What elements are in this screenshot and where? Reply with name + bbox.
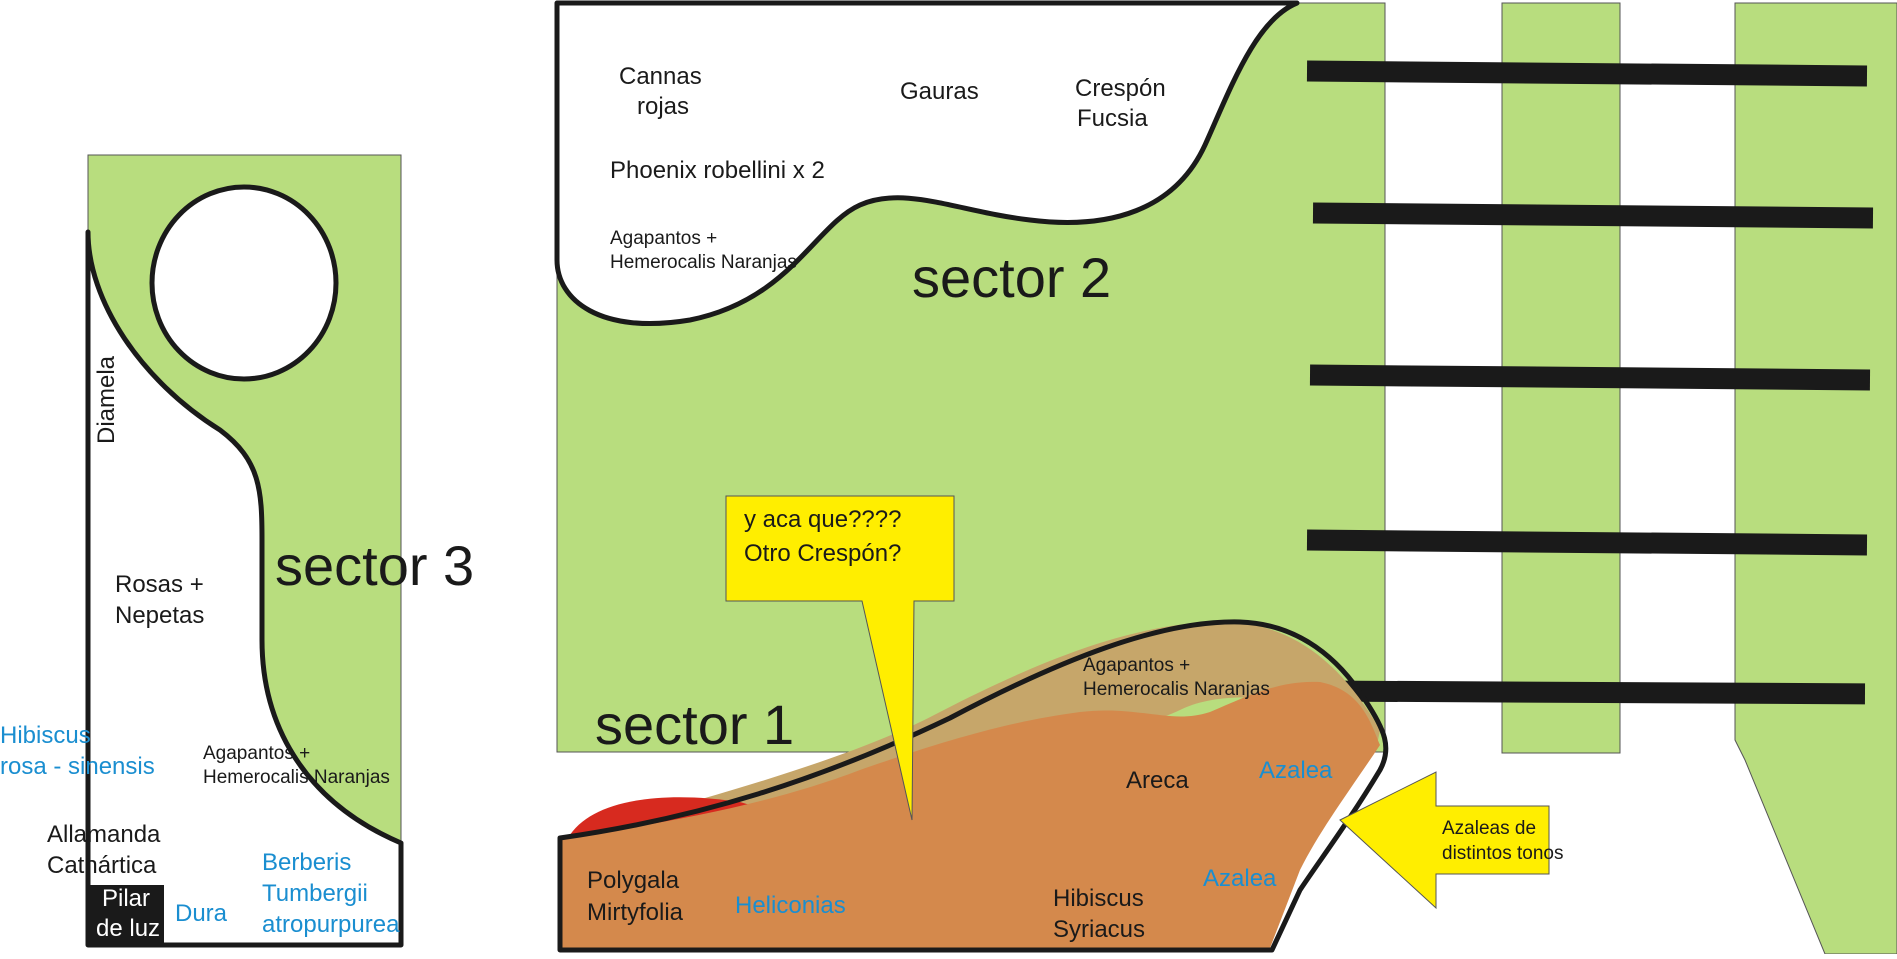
label-rosas-2: Nepetas [115, 602, 204, 629]
label-azalea-bottom: Azalea [1203, 865, 1277, 892]
sector1-tan-band [562, 621, 1380, 838]
fence-post-1 [1306, 60, 1868, 87]
label-agap3-2: Hemerocalis Naranjas [203, 767, 390, 788]
sector-3-heading: sector 3 [275, 534, 474, 597]
sector1-orange-bed [562, 681, 1380, 948]
label-agap2-1: Agapantos + [610, 228, 717, 249]
callout-question-2: Otro Crespón? [744, 540, 901, 567]
label-rosas-1: Rosas + [115, 571, 204, 598]
label-berberis-3: atropurpurea [262, 911, 400, 938]
label-agap3-1: Agapantos + [203, 743, 310, 764]
label-allamanda-1: Allamanda [47, 821, 161, 848]
sector-2-heading: sector 2 [912, 246, 1111, 309]
sector1-outline [557, 619, 1389, 953]
label-hibiscus-syriacus-2: Syriacus [1053, 916, 1145, 943]
label-hibiscus-rosa-1: Hibiscus [0, 722, 91, 749]
label-azalea-top: Azalea [1259, 757, 1333, 784]
label-agap1-1: Agapantos + [1083, 655, 1190, 676]
label-crespon-1: Crespón [1075, 75, 1166, 102]
label-hibiscus-syriacus-1: Hibiscus [1053, 885, 1144, 912]
fence-post-2 [1312, 202, 1874, 229]
sector2-bed [554, 0, 1300, 326]
label-agap1-2: Hemerocalis Naranjas [1083, 679, 1270, 700]
sector3-round-bed [149, 184, 339, 382]
label-polygala-1: Polygala [587, 867, 680, 894]
question-callout [725, 495, 955, 821]
callout-azaleas-1: Azaleas de [1442, 818, 1536, 839]
label-berberis-1: Berberis [262, 849, 351, 876]
label-dura: Dura [175, 900, 228, 927]
label-polygala-2: Mirtyfolia [587, 899, 684, 926]
label-pilar-2: de luz [96, 915, 160, 942]
azaleas-arrow-callout [1339, 771, 1550, 910]
fence-post-5 [1336, 680, 1866, 705]
fence-post-4 [1306, 529, 1868, 556]
label-crespon-2: Fucsia [1077, 105, 1148, 132]
fence-post-3 [1309, 364, 1871, 391]
sector3-bed [85, 229, 404, 948]
label-cannas-1: Cannas [619, 63, 702, 90]
label-hibiscus-rosa-2: rosa - sinensis [0, 753, 155, 780]
callout-question-1: y aca que???? [744, 506, 901, 533]
label-diamela: Diamela [93, 355, 120, 444]
label-heliconias: Heliconias [735, 892, 846, 919]
label-berberis-2: Tumbergii [262, 880, 368, 907]
callout-azaleas-2: distintos tonos [1442, 843, 1563, 864]
label-agap2-2: Hemerocalis Naranjas [610, 252, 797, 273]
lawn-strip-right [1734, 2, 1897, 955]
pilar-de-luz-block [88, 885, 164, 945]
label-pilar-1: Pilar [102, 885, 150, 912]
label-phoenix: Phoenix robellini x 2 [610, 157, 825, 184]
label-areca: Areca [1126, 767, 1189, 794]
label-cannas-2: rojas [637, 93, 689, 120]
label-allamanda-2: Cathártica [47, 852, 157, 879]
sector-1-heading: sector 1 [595, 693, 794, 756]
label-gauras: Gauras [900, 78, 979, 105]
